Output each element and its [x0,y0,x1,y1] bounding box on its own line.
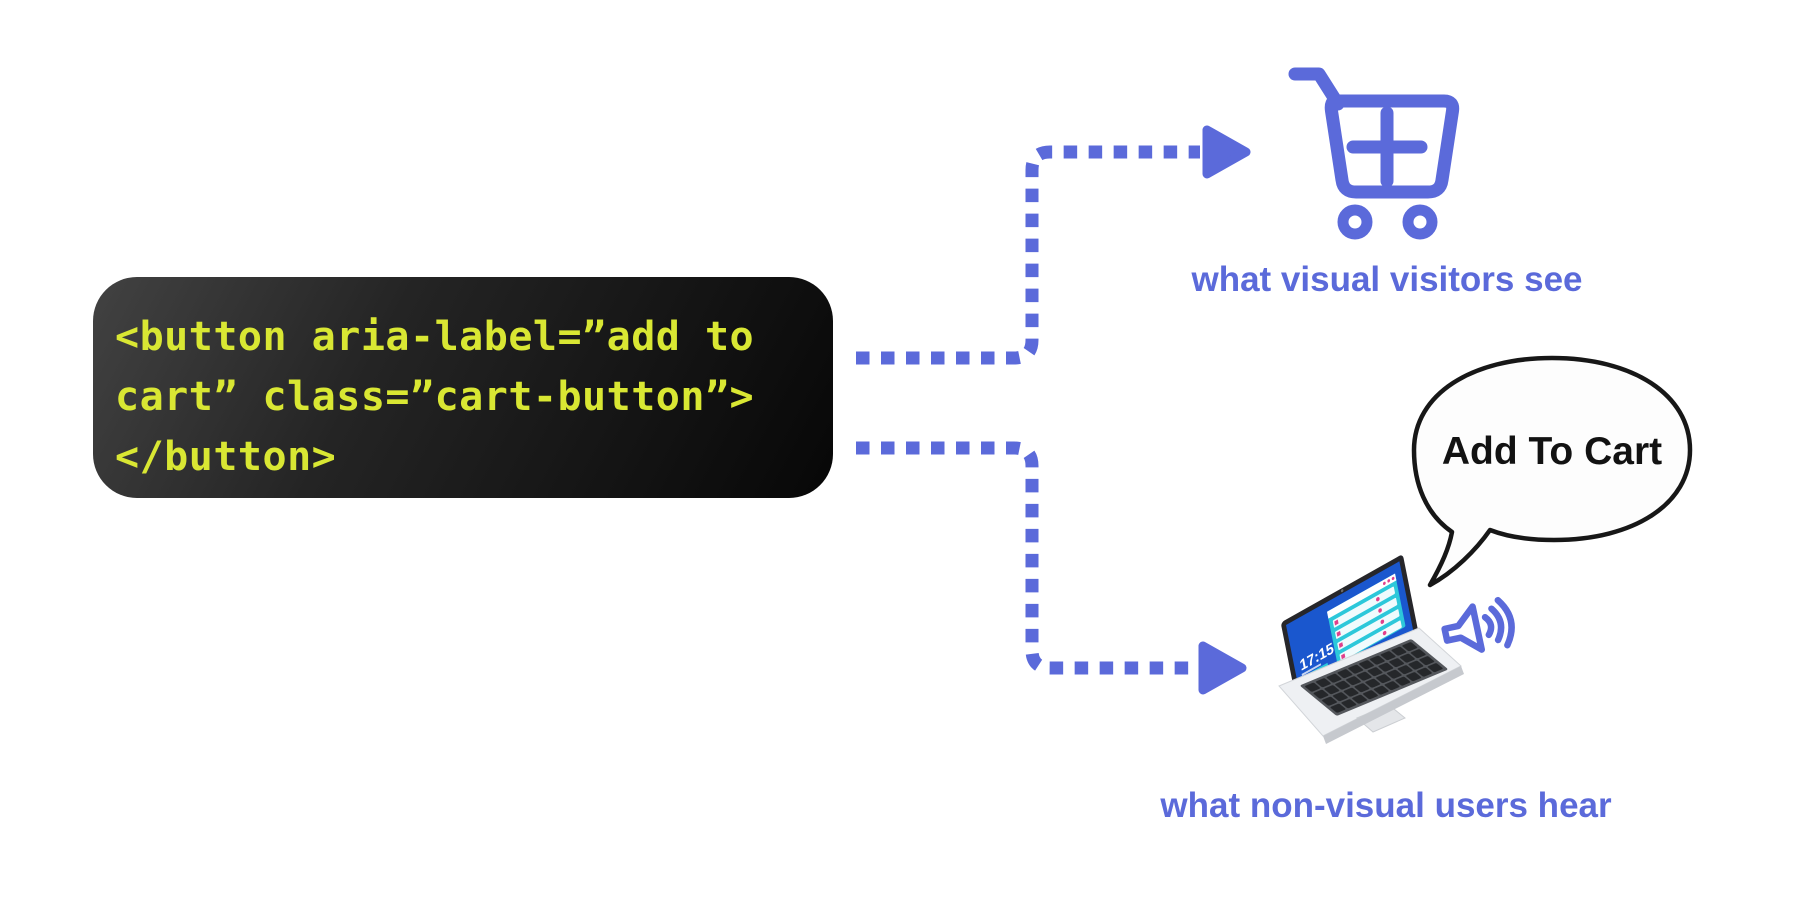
code-line-1: <button aria-label=”add to [115,314,755,360]
visual-branch-caption: what visual visitors see [1191,260,1583,299]
code-snippet-block: <button aria-label=”add to cart” class=”… [93,277,833,498]
webcam-dot [1340,589,1344,593]
plus-icon [1346,106,1428,188]
code-line-2: cart” class=”cart-button”> [115,374,755,420]
laptop-icon: 17:15 [1278,555,1464,744]
add-to-cart-icon [1288,67,1460,240]
speech-bubble-text: Add To Cart [1442,430,1662,473]
arrow-to-audio [856,441,1196,675]
arrowhead-visual-icon [1202,125,1251,179]
laptop-base [1278,627,1464,744]
audio-branch-caption: what non-visual users hear [1160,786,1612,825]
code-line-3: </button> [115,434,337,480]
arrow-to-visual [856,145,1200,365]
arrowhead-audio-icon [1198,641,1247,695]
speaker-icon [1441,596,1515,653]
speech-bubble: Add To Cart [1411,355,1693,588]
